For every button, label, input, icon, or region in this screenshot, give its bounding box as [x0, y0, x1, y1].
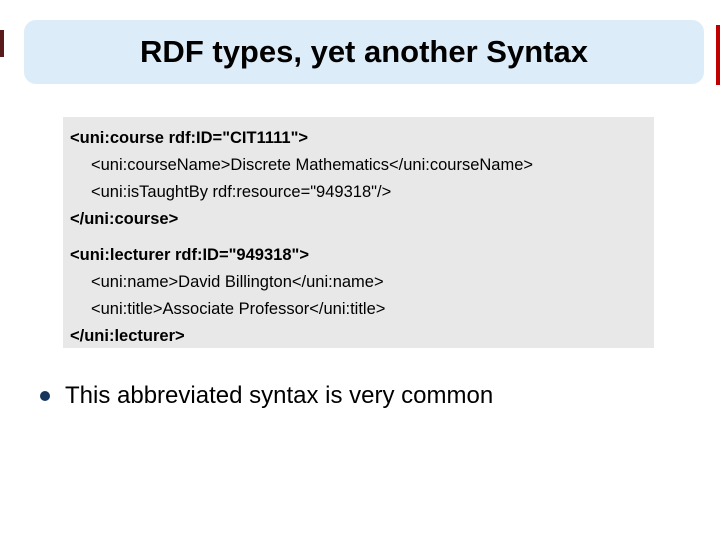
code-block-course: <uni:course rdf:ID="CIT1111"> <uni:course…: [70, 125, 654, 233]
left-edge-decoration: [0, 30, 4, 57]
bullet-icon: [40, 391, 50, 401]
code-line: <uni:title>Associate Professor</uni:titl…: [91, 300, 386, 318]
right-edge-decoration: [716, 25, 720, 85]
slide-title-box: RDF types, yet another Syntax: [24, 20, 704, 84]
code-line: <uni:lecturer rdf:ID="949318">: [70, 246, 309, 264]
code-line: <uni:course rdf:ID="CIT1111">: [70, 129, 309, 147]
bullet-text: This abbreviated syntax is very common: [65, 382, 494, 409]
code-line: <uni:courseName>Discrete Mathematics</un…: [91, 156, 534, 174]
code-panel: <uni:course rdf:ID="CIT1111"> <uni:course…: [63, 117, 654, 348]
code-line: <uni:name>David Billington</uni:name>: [91, 273, 384, 291]
code-line: </uni:course>: [70, 210, 179, 228]
code-line: </uni:lecturer>: [70, 327, 185, 345]
code-line: <uni:isTaughtBy rdf:resource="949318"/>: [91, 183, 392, 201]
code-block-lecturer: <uni:lecturer rdf:ID="949318"> <uni:name>…: [70, 242, 654, 350]
page-title: RDF types, yet another Syntax: [140, 34, 588, 69]
bullet-item: This abbreviated syntax is very common: [40, 382, 493, 410]
